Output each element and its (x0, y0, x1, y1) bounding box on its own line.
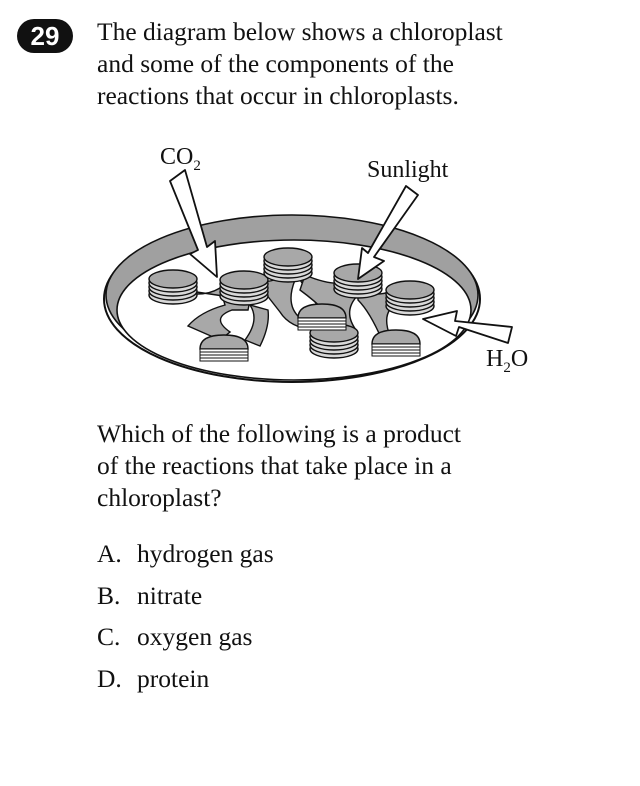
granum-cross-section (371, 329, 421, 357)
granum (219, 270, 269, 306)
choice-letter: A. (97, 539, 122, 568)
sunlight-label: Sunlight (367, 157, 449, 183)
granum (263, 247, 313, 283)
sunlight-arrow (357, 185, 419, 280)
stem-line: and some of the components of the (97, 49, 454, 78)
granum (385, 280, 435, 316)
choice-letter: D. (97, 663, 122, 693)
question-prompt: Which of the following is a product of t… (97, 418, 557, 514)
answer-choices: A. hydrogen gas B. nitrate C. oxygen gas D.… (97, 536, 274, 702)
co2-label: CO2 (160, 144, 201, 174)
granum (148, 269, 198, 305)
granum-cross-section (297, 303, 347, 331)
choice-c[interactable]: C. oxygen gas (97, 619, 274, 661)
stem-line: reactions that occur in chloroplasts. (97, 81, 459, 110)
prompt-line: of the reactions that take place in a (97, 451, 452, 480)
stem-line: The diagram below shows a chloroplast (97, 17, 503, 46)
h2o-label: H2O (486, 346, 528, 376)
chloroplast-diagram: CO2 Sunlight H2O (103, 144, 528, 383)
co2-arrow (169, 169, 218, 278)
choice-b[interactable]: B. nitrate (97, 578, 274, 620)
granum-cross-section (199, 334, 249, 362)
choice-a[interactable]: A. hydrogen gas (97, 536, 274, 578)
prompt-line: chloroplast? (97, 483, 222, 512)
choice-text: protein (137, 663, 210, 693)
question-stem: The diagram below shows a chloroplast an… (97, 16, 557, 112)
prompt-line: Which of the following is a product (97, 419, 461, 448)
choice-text: hydrogen gas (137, 539, 274, 568)
choice-letter: C. (97, 622, 121, 651)
choice-text: nitrate (137, 580, 203, 610)
choice-d[interactable]: D. protein (97, 661, 274, 703)
question-number-badge: 29 (17, 19, 73, 53)
granum (333, 263, 383, 299)
h2o-arrow (422, 310, 513, 344)
choice-letter: B. (97, 580, 121, 610)
choice-text: oxygen gas (137, 622, 253, 651)
